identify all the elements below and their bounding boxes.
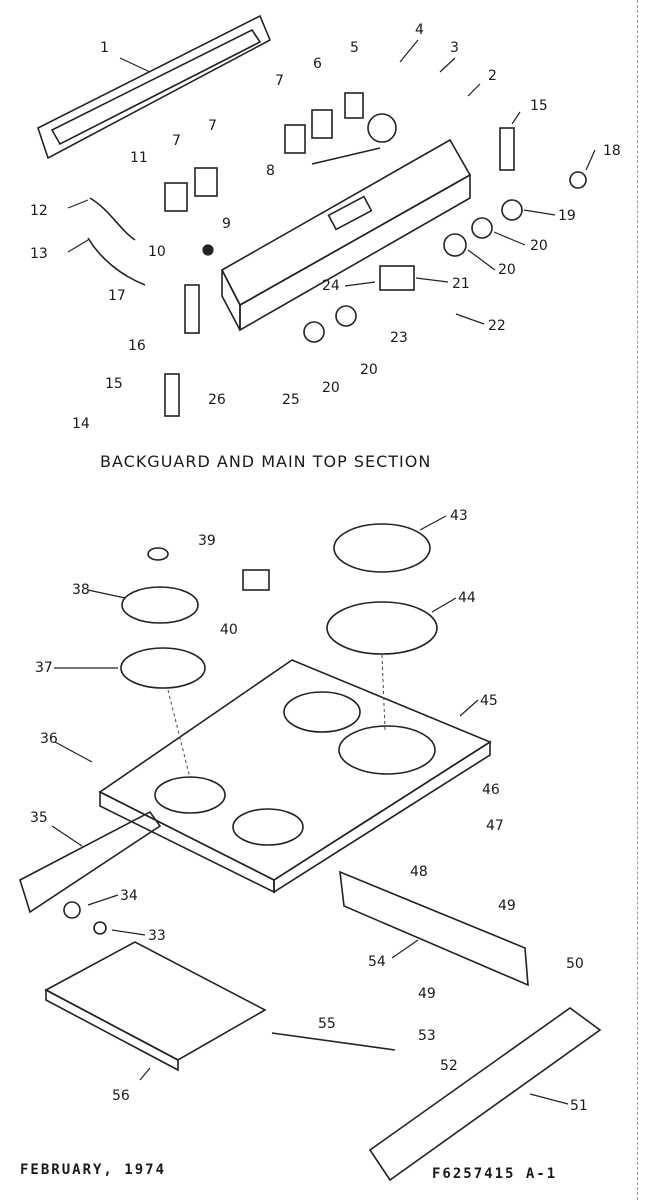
callout-46: 46 [482, 782, 500, 798]
callout-20d: 20 [322, 380, 340, 396]
footer-date: FEBRUARY, 1974 [20, 1162, 167, 1178]
callout-55: 55 [318, 1016, 336, 1032]
callout-19: 19 [558, 208, 576, 224]
callout-49b: 49 [418, 986, 436, 1002]
callout-15b: 15 [105, 376, 123, 392]
callout-20b: 20 [498, 262, 516, 278]
main-top [98, 659, 492, 894]
control-panel [220, 138, 472, 332]
callout-13: 13 [30, 246, 48, 262]
callout-33: 33 [148, 928, 166, 944]
callout-45: 45 [480, 693, 498, 709]
callout-56: 56 [112, 1088, 130, 1104]
callout-21: 21 [452, 276, 470, 292]
backguard-panel [37, 14, 272, 160]
scan-edge-line [637, 0, 638, 1200]
callout-15a: 15 [530, 98, 548, 114]
callout-39: 39 [198, 533, 216, 549]
callout-36: 36 [40, 731, 58, 747]
callout-4: 4 [415, 22, 424, 38]
callout-6: 6 [313, 56, 322, 72]
callout-49a: 49 [498, 898, 516, 914]
callouts: 1 2 3 4 5 6 7 7 7 8 9 10 11 12 13 14 15 … [30, 22, 621, 1114]
callout-10: 10 [148, 244, 166, 260]
callout-7b: 7 [208, 118, 217, 134]
callout-23: 23 [390, 330, 408, 346]
footer-code: F6257415 A-1 [432, 1166, 558, 1182]
surface-units [120, 523, 438, 779]
callout-11: 11 [130, 150, 148, 166]
callout-48: 48 [410, 864, 428, 880]
knobs [303, 171, 587, 343]
leader-lines [51, 39, 596, 1105]
callout-43: 43 [450, 508, 468, 524]
callout-50: 50 [566, 956, 584, 972]
callout-1: 1 [100, 40, 109, 56]
callout-20a: 20 [530, 238, 548, 254]
callout-24: 24 [322, 278, 340, 294]
callout-17: 17 [108, 288, 126, 304]
callout-37: 37 [35, 660, 53, 676]
callout-12: 12 [30, 203, 48, 219]
callout-51: 51 [570, 1098, 588, 1114]
callout-35: 35 [30, 810, 48, 826]
callout-7a: 7 [275, 73, 284, 89]
callout-16: 16 [128, 338, 146, 354]
callout-5: 5 [350, 40, 359, 56]
callout-40: 40 [220, 622, 238, 638]
callout-52: 52 [440, 1058, 458, 1074]
switches [164, 92, 415, 291]
callout-54: 54 [368, 954, 386, 970]
front-frame [19, 810, 602, 1182]
wires-and-hardware [87, 127, 515, 417]
callout-25: 25 [282, 392, 300, 408]
callout-18: 18 [603, 143, 621, 159]
callout-38: 38 [72, 582, 90, 598]
callout-26: 26 [208, 392, 226, 408]
section-title: BACKGUARD AND MAIN TOP SECTION [100, 452, 432, 471]
callout-9: 9 [222, 216, 231, 232]
callout-2: 2 [488, 68, 497, 84]
callout-47: 47 [486, 818, 504, 834]
callout-44: 44 [458, 590, 476, 606]
callout-34: 34 [120, 888, 138, 904]
callout-20c: 20 [360, 362, 378, 378]
callout-7c: 7 [172, 133, 181, 149]
callout-8: 8 [266, 163, 275, 179]
callout-3: 3 [450, 40, 459, 56]
callout-53: 53 [418, 1028, 436, 1044]
callout-22: 22 [488, 318, 506, 334]
callout-14: 14 [72, 416, 90, 432]
